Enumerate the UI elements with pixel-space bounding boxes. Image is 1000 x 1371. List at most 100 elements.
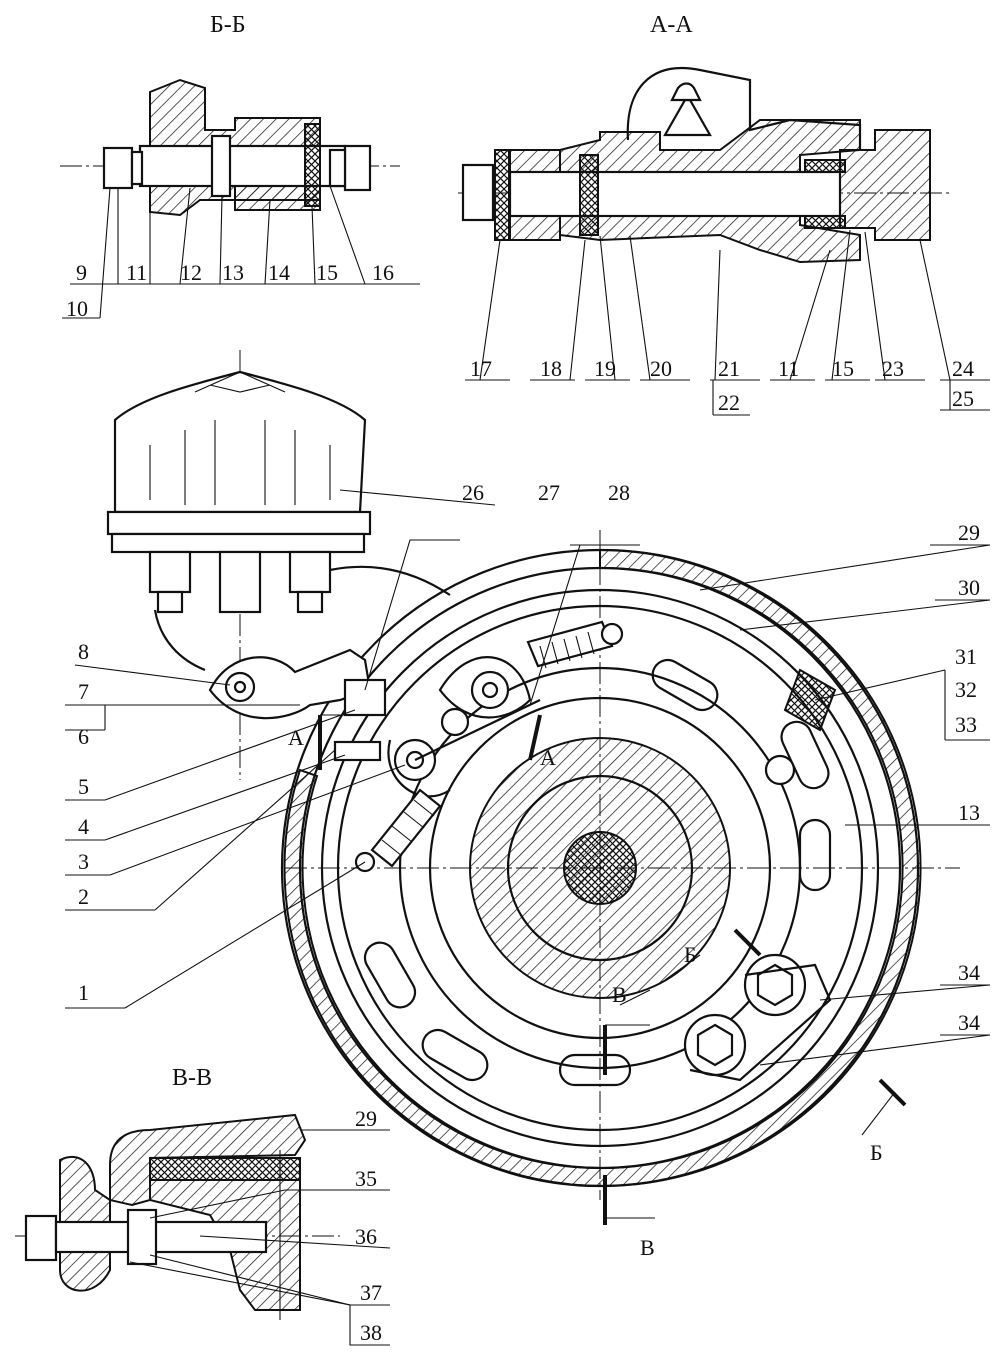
spring-upper-hook bbox=[600, 622, 624, 646]
spring-lower-coils bbox=[381, 799, 435, 857]
s-cam-upper bbox=[438, 656, 532, 719]
leader-11b bbox=[770, 249, 831, 381]
cut-b-top bbox=[733, 928, 762, 957]
label-2: 2 bbox=[78, 884, 89, 909]
leader-14 bbox=[260, 199, 310, 285]
label-25: 25 bbox=[952, 386, 974, 411]
section-bb-title: Б-Б bbox=[210, 12, 246, 38]
label-16: 16 bbox=[372, 260, 394, 285]
section-vv-bolt bbox=[54, 1220, 268, 1254]
leader-34-b bbox=[759, 1034, 991, 1066]
label-36: 36 bbox=[355, 1224, 377, 1249]
section-vv: В-В 29 35 36 37 38 bbox=[15, 1065, 391, 1346]
leader-21 bbox=[710, 249, 760, 381]
section-bb-right-washer bbox=[328, 148, 347, 188]
label-30: 30 bbox=[958, 575, 980, 600]
leader-2 bbox=[65, 749, 336, 911]
label-13-main: 13 bbox=[958, 800, 980, 825]
section-aa-bolt-head bbox=[461, 163, 495, 222]
clevis-pin-center bbox=[233, 680, 247, 694]
section-vv-title: В-В bbox=[172, 1065, 212, 1091]
leader-28 bbox=[529, 544, 640, 706]
section-aa-lever bbox=[839, 129, 931, 241]
bolt-upper-head bbox=[756, 963, 794, 1007]
leader-13 bbox=[210, 195, 265, 285]
leader-18 bbox=[530, 239, 586, 381]
section-bb-right-nut bbox=[343, 144, 372, 192]
leader-15 bbox=[310, 205, 360, 285]
section-aa-housing-outline bbox=[626, 67, 862, 150]
adjuster-bolt bbox=[764, 754, 796, 786]
shoe-outer bbox=[320, 588, 880, 1148]
leader-4 bbox=[65, 754, 346, 841]
leader-17 bbox=[465, 239, 510, 381]
label-26: 26 bbox=[462, 480, 484, 505]
cut-a-right bbox=[528, 714, 542, 761]
section-vv-shoe bbox=[149, 1179, 301, 1311]
section-aa-left-cap-bottom bbox=[509, 215, 561, 241]
slot-5 bbox=[558, 1053, 632, 1087]
leader-22 bbox=[712, 380, 750, 416]
leader-19 bbox=[585, 235, 630, 381]
label-11: 11 bbox=[126, 260, 147, 285]
leader-29 bbox=[699, 544, 991, 591]
leader-25 bbox=[940, 380, 990, 411]
label-35: 35 bbox=[355, 1166, 377, 1191]
section-vv-lining bbox=[149, 1157, 301, 1181]
chamber-nut-right bbox=[296, 590, 324, 614]
chamber-dome bbox=[113, 370, 367, 514]
axle bbox=[563, 831, 637, 905]
chamber-nut-left bbox=[156, 590, 184, 614]
anchor-plate bbox=[689, 963, 832, 1082]
label-34-b: 34 bbox=[958, 1010, 980, 1035]
brake-main-view: А А В В Б Б 1 2 3 4 5 6 bbox=[65, 480, 991, 1260]
label-19: 19 bbox=[594, 356, 616, 381]
chamber-bracket-lower bbox=[153, 609, 206, 672]
label-29-vv: 29 bbox=[355, 1106, 377, 1131]
leader-36 bbox=[199, 1235, 391, 1249]
cut-mark-b-bottom: Б bbox=[870, 1140, 883, 1165]
s-cam-lower bbox=[387, 739, 451, 798]
leader-24 bbox=[919, 239, 990, 381]
leader-38 bbox=[129, 1261, 390, 1346]
spring-lower bbox=[370, 788, 442, 868]
cut-mark-a-right: А bbox=[540, 745, 556, 770]
label-34-a: 34 bbox=[958, 960, 980, 985]
cut-b-bottom-arrow bbox=[861, 1091, 896, 1136]
label-7: 7 bbox=[78, 679, 89, 704]
leader-35 bbox=[149, 1189, 390, 1219]
section-aa-bushing-bottom bbox=[804, 215, 846, 229]
leader-15b bbox=[825, 229, 870, 381]
leader-8 bbox=[74, 664, 231, 686]
section-bb-collar bbox=[210, 134, 232, 198]
label-12: 12 bbox=[180, 260, 202, 285]
section-aa-shaft bbox=[508, 170, 842, 218]
label-23: 23 bbox=[882, 356, 904, 381]
section-bb: Б-Б 9 10 11 12 13 14 15 16 bbox=[60, 12, 420, 321]
chamber-ribs bbox=[149, 420, 331, 505]
adjuster-worm bbox=[333, 740, 382, 762]
label-15: 15 bbox=[316, 260, 338, 285]
shoe-inner bbox=[336, 604, 864, 1132]
label-11-aa: 11 bbox=[778, 356, 799, 381]
section-bb-left-nut bbox=[102, 146, 134, 190]
label-21: 21 bbox=[718, 356, 740, 381]
section-aa-grease-fitting bbox=[663, 98, 712, 137]
label-28: 28 bbox=[608, 480, 630, 505]
label-15-aa: 15 bbox=[832, 356, 854, 381]
leader-23 bbox=[864, 231, 925, 381]
label-33: 33 bbox=[955, 712, 977, 737]
slot-4 bbox=[421, 1028, 489, 1082]
label-24: 24 bbox=[952, 356, 974, 381]
chamber-flange bbox=[106, 510, 372, 536]
section-bb-washer bbox=[130, 150, 144, 186]
label-4: 4 bbox=[78, 814, 89, 839]
section-aa-left-cap-top bbox=[509, 149, 561, 173]
cut-b-bottom bbox=[878, 1078, 907, 1107]
chamber-bracket bbox=[329, 565, 451, 596]
label-3: 3 bbox=[78, 849, 89, 874]
section-aa-grease-cap bbox=[670, 82, 702, 102]
leader-31-33 bbox=[814, 669, 990, 741]
label-18: 18 bbox=[540, 356, 562, 381]
